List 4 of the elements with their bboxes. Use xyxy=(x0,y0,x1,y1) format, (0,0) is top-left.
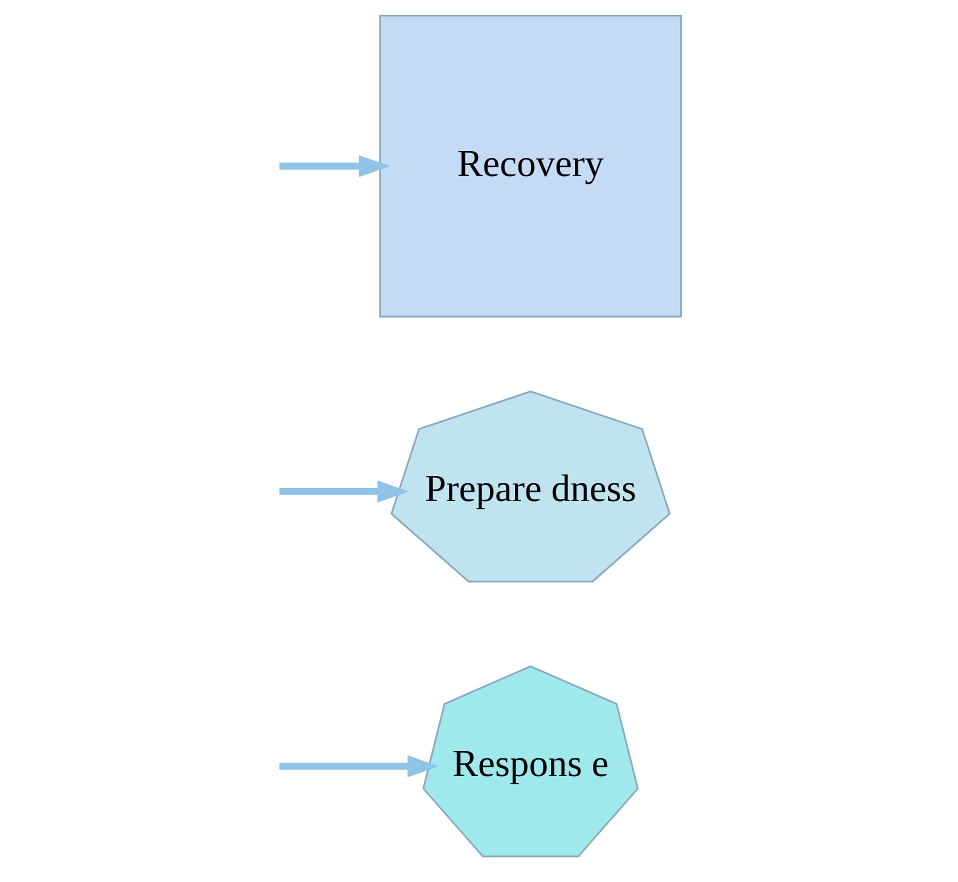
arrow xyxy=(278,755,438,778)
arrow xyxy=(278,480,408,502)
node-box: Recovery xyxy=(378,14,682,318)
arrow xyxy=(278,155,390,178)
